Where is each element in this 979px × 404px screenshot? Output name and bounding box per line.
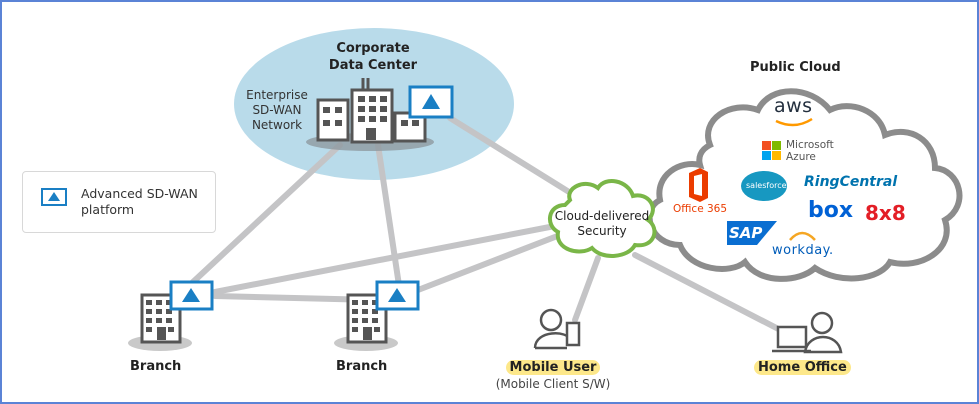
branch2-sdwan-device-icon	[375, 280, 420, 311]
mobile-user-label: Mobile User (Mobile Client S/W)	[478, 356, 628, 391]
dc-windows	[323, 96, 419, 140]
network-label-line1: Enterprise	[246, 88, 308, 102]
security-label: Cloud-delivered Security	[553, 209, 651, 239]
dc-sdwan-device-icon	[408, 85, 454, 119]
legend: Advanced SD-WAN platform	[22, 171, 216, 233]
legend-text: Advanced SD-WAN platform	[81, 186, 198, 218]
salesforce-cloud-icon	[741, 171, 787, 201]
branch2-label: Branch	[336, 359, 388, 374]
home-office-icon	[772, 311, 843, 354]
aws-smile-icon	[775, 117, 813, 127]
azure-line1: Microsoft	[786, 139, 834, 151]
links	[175, 115, 793, 338]
security-label-line1: Cloud-delivered	[554, 209, 650, 223]
branch1-sdwan-device-icon	[169, 280, 214, 311]
workday-arc-icon	[789, 231, 816, 241]
cloud-logos	[689, 117, 816, 245]
legend-text-line1: Advanced SD-WAN	[81, 186, 198, 201]
link-dc-branch1	[175, 142, 343, 299]
home-office-title: Home Office	[754, 360, 851, 375]
link-dc-security	[447, 115, 593, 208]
network-label-line3: Network	[251, 118, 303, 132]
office365-logo: Office 365	[673, 203, 728, 215]
aws-logo: aws	[774, 95, 813, 117]
box-logo: box	[808, 198, 854, 223]
home-office-label: Home Office	[754, 360, 851, 375]
legend-text-line2: platform	[81, 202, 135, 217]
azure-logo-text: Microsoft Azure	[786, 139, 834, 163]
link-branch2-security	[415, 232, 563, 293]
mobile-user-title: Mobile User	[505, 360, 601, 375]
link-security-home	[632, 252, 793, 338]
office365-logo-icon	[689, 168, 708, 202]
data-center-title: Corporate Data Center	[318, 40, 428, 74]
sdwan-platform-icon	[41, 188, 67, 206]
salesforce-logo: salesforce	[746, 181, 787, 190]
network-label-line2: SD-WAN	[252, 103, 302, 117]
mobile-user-subtitle: (Mobile Client S/W)	[495, 377, 611, 391]
ringcentral-logo: RingCentral	[804, 174, 898, 190]
security-cloud-shape	[548, 179, 657, 258]
azure-logo-icon	[762, 141, 781, 160]
data-center-title-line1: Corporate	[336, 41, 410, 56]
workday-logo: workday.	[772, 243, 834, 258]
security-label-line2: Security	[577, 224, 627, 238]
branch1-label: Branch	[130, 359, 182, 374]
sap-logo: SAP	[729, 224, 763, 242]
data-center-title-line2: Data Center	[328, 58, 418, 73]
link-security-mobile	[572, 255, 601, 323]
sap-logo-icon	[727, 221, 777, 245]
public-cloud-title: Public Cloud	[750, 60, 841, 75]
enterprise-network-label: Enterprise SD-WAN Network	[242, 88, 312, 133]
azure-line2: Azure	[786, 151, 816, 163]
8x8-logo: 8x8	[865, 201, 906, 225]
mobile-user-icon	[533, 308, 581, 350]
link-branch1-security	[212, 222, 563, 295]
link-dc-branch2	[375, 142, 403, 295]
